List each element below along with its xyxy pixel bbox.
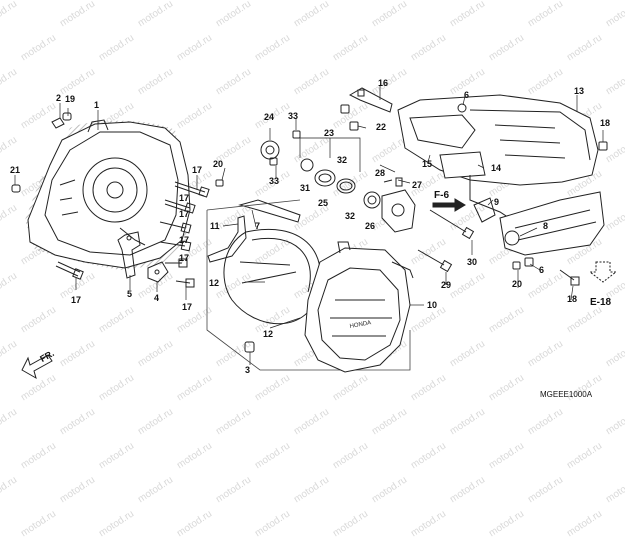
cover-10: HONDA [304, 241, 414, 373]
guide-7 [238, 199, 301, 223]
label-28: 28 [375, 168, 386, 178]
label-33-a: 33 [288, 111, 299, 121]
ref-arrow-e18 [588, 261, 618, 283]
oring-32b [336, 178, 356, 194]
plug-2 [51, 117, 65, 129]
label-30: 30 [467, 257, 478, 267]
label-2: 2 [56, 93, 62, 103]
label-23: 23 [324, 128, 335, 138]
dowel-21 [11, 184, 21, 193]
label-31: 31 [300, 183, 311, 193]
label-8: 8 [543, 221, 549, 231]
oring-32a [314, 169, 336, 187]
watermark-text: motod.ru [97, 508, 137, 539]
label-24: 24 [264, 112, 275, 122]
label-20-b: 20 [512, 279, 523, 289]
watermark-text: motod.ru [526, 474, 566, 506]
watermark-text: motod.ru [448, 474, 488, 506]
label-6-a: 6 [464, 90, 470, 100]
diagram-artwork: HONDA [11, 85, 618, 380]
label-4: 4 [154, 293, 160, 303]
label-27: 27 [412, 180, 423, 190]
label-32-b: 32 [345, 211, 356, 221]
label-26: 26 [365, 221, 376, 231]
watermark-text: motod.ru [370, 474, 410, 506]
cover-13 [397, 94, 599, 226]
watermark-text: motod.ru [487, 508, 527, 539]
seal-31 [300, 158, 314, 172]
watermark-text: motod.ru [565, 508, 605, 539]
label-25: 25 [318, 198, 329, 208]
seal-26 [363, 191, 381, 209]
bracket-5 [117, 231, 141, 279]
label-10: 10 [427, 300, 438, 310]
diagram-code: MGEEE1000A [540, 390, 593, 399]
ref-arrow-f6 [432, 198, 466, 212]
ref-e18: E-18 [590, 297, 612, 308]
label-6-b: 6 [539, 265, 545, 275]
label-17-c: 17 [179, 209, 190, 219]
housing-27 [381, 189, 416, 233]
label-13: 13 [574, 86, 585, 96]
watermark-text: motod.ru [331, 508, 371, 539]
watermark-text: motod.ru [409, 508, 449, 539]
gasket-12 [223, 228, 322, 325]
label-12-a: 12 [209, 278, 220, 288]
panel-8 [499, 191, 605, 256]
bolt-29 [417, 249, 445, 266]
label-3: 3 [245, 365, 251, 375]
label-18-a: 18 [600, 118, 611, 128]
front-arrow [21, 354, 53, 380]
label-15: 15 [422, 159, 433, 169]
label-17-d: 17 [179, 235, 190, 245]
plate-11 [207, 215, 247, 263]
dowel-19 [62, 112, 72, 121]
label-32-a: 32 [337, 155, 348, 165]
label-5: 5 [127, 289, 133, 299]
label-14: 14 [491, 163, 502, 173]
label-11: 11 [210, 221, 220, 231]
bolt-30 [429, 209, 467, 233]
label-17-a: 17 [192, 165, 203, 175]
watermark-text: motod.ru [19, 508, 59, 539]
label-17-b: 17 [179, 193, 190, 203]
svg-text:HONDA: HONDA [349, 320, 371, 330]
watermark-text: motod.ru [604, 474, 625, 506]
bolts-17 [55, 181, 210, 288]
crankcase-cover-left [25, 119, 191, 270]
label-9: 9 [494, 197, 500, 207]
label-12-b: 12 [263, 329, 274, 339]
label-7: 7 [255, 221, 261, 231]
label-17-g: 17 [182, 302, 193, 312]
label-17-f: 17 [71, 295, 82, 305]
watermark-text: motod.ru [0, 474, 20, 506]
bolt-3 [244, 341, 255, 353]
label-29: 29 [441, 280, 452, 290]
watermark-text: motod.ru [214, 474, 254, 506]
cap-24 [260, 140, 280, 160]
label-16: 16 [378, 78, 389, 88]
bracket-9 [473, 197, 496, 223]
label-1: 1 [94, 100, 100, 110]
watermark-text: motod.ru [175, 508, 215, 539]
label-19: 19 [65, 94, 76, 104]
watermark-text: motod.ru [253, 508, 293, 539]
bracket-4 [147, 261, 169, 283]
watermark-text: motod.ru [136, 474, 176, 506]
label-17-e: 17 [179, 253, 190, 263]
bracket-16 [348, 87, 393, 113]
label-33-b: 33 [269, 176, 280, 186]
ref-f6: F-6 [434, 190, 449, 201]
group-frame [206, 210, 411, 371]
label-20-a: 20 [213, 159, 224, 169]
watermark-text: motod.ru [58, 474, 98, 506]
label-21: 21 [10, 165, 21, 175]
watermark-text: motod.ru [292, 474, 332, 506]
label-22: 22 [376, 122, 387, 132]
label-18-b: 18 [567, 294, 578, 304]
